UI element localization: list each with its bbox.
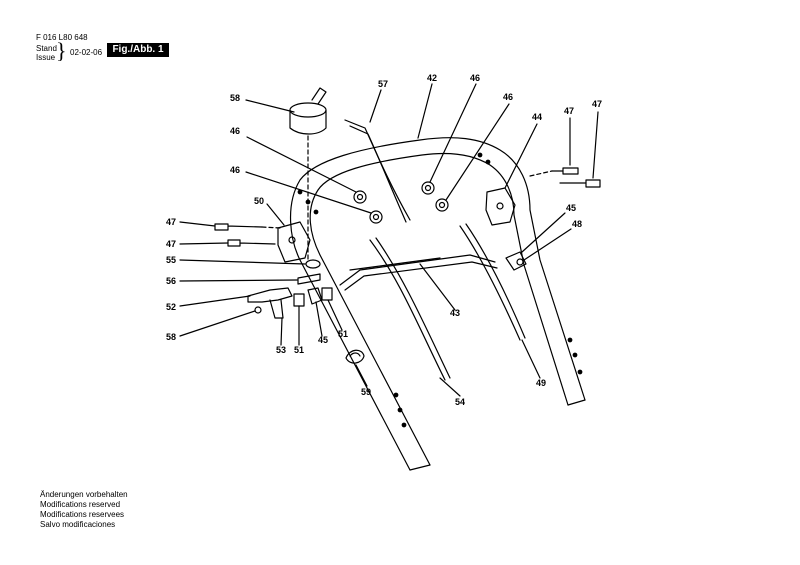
callout-52: 52 xyxy=(166,302,176,312)
callout-45-left: 45 xyxy=(318,335,328,345)
handle-frame-outer xyxy=(290,137,586,471)
nut-46-d xyxy=(435,198,449,212)
footer-line-es: Salvo modificaciones xyxy=(40,520,116,529)
bolt-47-d xyxy=(559,179,601,188)
callout-59: 59 xyxy=(361,387,371,397)
callout-47-d: 47 xyxy=(166,239,176,249)
nut-46-a xyxy=(353,190,367,204)
footer-notice: Änderungen vorbehalten Modifications res… xyxy=(40,490,128,530)
cable-clip-59 xyxy=(345,349,365,364)
nut-46-c xyxy=(421,181,435,195)
stand-label: Stand xyxy=(36,44,57,53)
clamp-51-b xyxy=(321,287,333,301)
callout-46-b: 46 xyxy=(503,92,513,102)
screw-48 xyxy=(516,258,524,266)
callout-58-lower: 58 xyxy=(166,332,176,342)
lever-52 xyxy=(247,287,293,303)
callout-54: 54 xyxy=(455,397,465,407)
switch-58 xyxy=(289,102,327,118)
callout-44: 44 xyxy=(532,112,542,122)
handle-end-right xyxy=(567,399,586,406)
footer-line-en: Modifications reserved xyxy=(40,500,121,509)
callout-46-a: 46 xyxy=(470,73,480,83)
callout-51-a: 51 xyxy=(294,345,304,355)
header-brace: } xyxy=(56,38,67,63)
callout-56: 56 xyxy=(166,276,176,286)
callout-42: 42 xyxy=(427,73,437,83)
screw-58-lower xyxy=(254,306,262,314)
callout-43: 43 xyxy=(450,308,460,318)
footer-line-fr: Modifications reservees xyxy=(40,510,125,519)
bolt-47-c xyxy=(551,167,579,175)
footer-line-de: Änderungen vorbehalten xyxy=(40,490,128,499)
callout-53: 53 xyxy=(276,345,286,355)
cable-54 xyxy=(369,239,446,381)
bolt-47-a xyxy=(214,223,263,231)
callout-46-d: 46 xyxy=(230,165,240,175)
callout-49: 49 xyxy=(536,378,546,388)
linkage-rod-43 xyxy=(339,254,496,286)
callout-47-c: 47 xyxy=(166,217,176,227)
callout-46-c: 46 xyxy=(230,126,240,136)
handle-end-left xyxy=(409,464,431,471)
callout-55: 55 xyxy=(166,255,176,265)
issue-date: 02-02-06 xyxy=(70,48,103,57)
callout-47-a: 47 xyxy=(564,106,574,116)
callout-48: 48 xyxy=(572,219,582,229)
nut-46-b xyxy=(369,210,383,224)
issue-label: Issue xyxy=(36,53,56,62)
document-number: F 016 L80 648 xyxy=(36,33,88,42)
callout-57: 57 xyxy=(378,79,388,89)
handle-frame-inner xyxy=(309,152,569,466)
callout-51-b: 51 xyxy=(338,329,348,339)
bolt-47-b xyxy=(227,239,276,247)
figure-label: Fig./Abb. 1 xyxy=(107,43,169,57)
callout-47-b: 47 xyxy=(592,99,602,109)
spring-56 xyxy=(297,273,321,285)
clip-45-right xyxy=(505,251,527,271)
cable-57 xyxy=(344,119,411,221)
callout-50: 50 xyxy=(254,196,264,206)
callout-58-top: 58 xyxy=(230,93,240,103)
callout-45-right: 45 xyxy=(566,203,576,213)
cable-49 xyxy=(459,225,521,341)
clip-45-left xyxy=(307,287,323,305)
washer-55 xyxy=(305,259,321,269)
callout-labels: 58 57 42 46 46 44 47 47 46 46 50 47 47 4… xyxy=(166,73,602,407)
clamp-51-a xyxy=(293,293,305,307)
bracket-50 xyxy=(277,221,311,263)
